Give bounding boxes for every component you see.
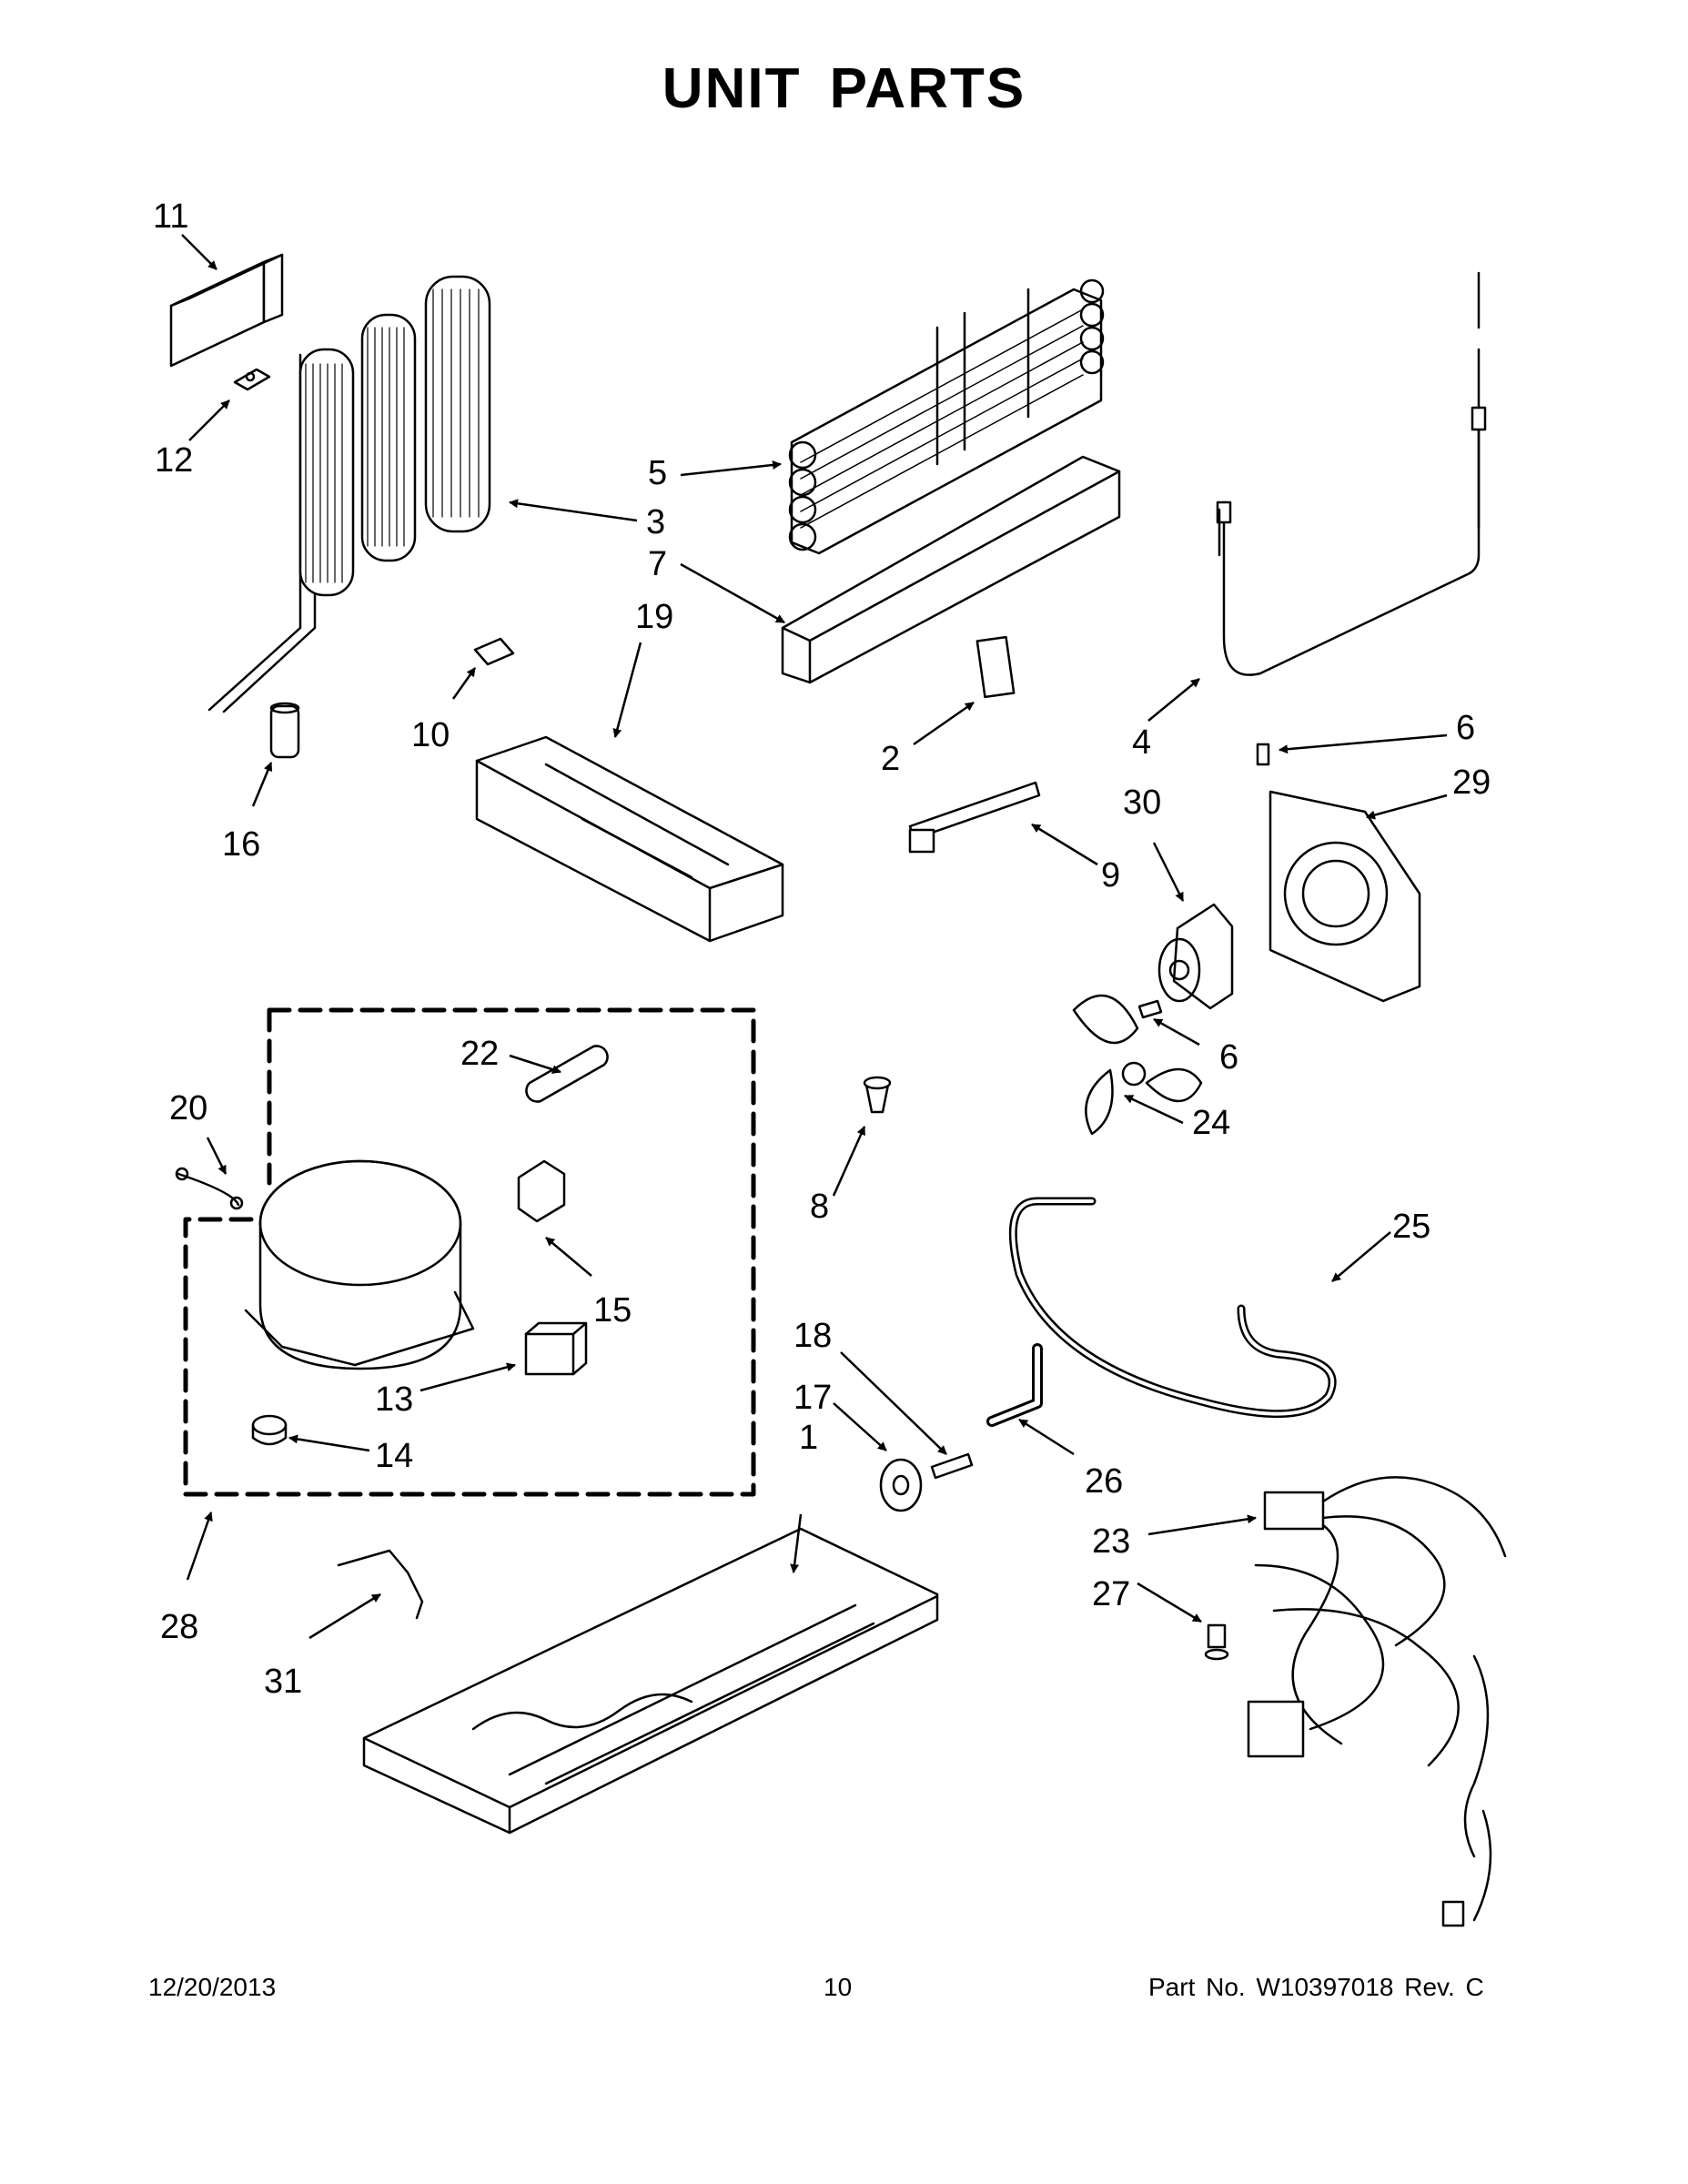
callout-25: 25: [1392, 1208, 1430, 1246]
part-18-screw: [930, 1452, 974, 1480]
callout-29: 29: [1452, 763, 1491, 802]
callout-30: 30: [1123, 784, 1161, 822]
callout-24: 24: [1192, 1104, 1230, 1142]
footer-part-number: Part No. W10397018 Rev. C: [1148, 1973, 1484, 2001]
callout-12: 12: [155, 441, 193, 480]
part-8-plug: [863, 1076, 892, 1114]
callout-31: 31: [264, 1663, 302, 1701]
part-9-strap: [908, 781, 1041, 854]
callout-3: 3: [646, 503, 665, 541]
callout-23: 23: [1092, 1522, 1130, 1561]
part-4-sensor-wire: [1216, 271, 1487, 676]
callout-18: 18: [793, 1317, 832, 1355]
callout-9: 9: [1101, 856, 1120, 895]
part-28-compressor-kit-frame: [183, 1007, 756, 1497]
part-20-wire: [175, 1167, 244, 1210]
part-5-evaporator: [788, 278, 1105, 555]
part-31-wire-clip: [337, 1549, 424, 1620]
footer-page-number: 10: [824, 1973, 853, 2001]
part-15-overload: [517, 1159, 566, 1223]
callout-4: 4: [1132, 723, 1151, 762]
callout-22: 22: [460, 1035, 499, 1073]
callout-15: 15: [593, 1291, 632, 1330]
part-27-screw: [1204, 1623, 1229, 1661]
part-19-drain-pan: [475, 735, 784, 943]
callout-16: 16: [222, 825, 260, 864]
callout-5: 5: [648, 454, 667, 492]
callout-17: 17: [793, 1379, 832, 1417]
part-25-tube: [1008, 1197, 1337, 1419]
callout-26: 26: [1085, 1462, 1123, 1501]
callout-1: 1: [799, 1419, 818, 1457]
callout-28: 28: [160, 1608, 198, 1646]
callout-19: 19: [635, 598, 673, 636]
callout-6-upper: 6: [1456, 709, 1475, 747]
compressor: [244, 1159, 475, 1370]
part-1-base-plate: [362, 1527, 939, 1835]
part-2-bracket: [975, 635, 1016, 699]
callout-13: 13: [375, 1380, 413, 1419]
part-6-screw-lower: [1137, 999, 1163, 1019]
page-title: UNIT PARTS: [662, 57, 1026, 120]
part-17-roller: [879, 1458, 923, 1512]
callout-27: 27: [1092, 1575, 1130, 1613]
callout-14: 14: [375, 1437, 413, 1475]
part-23-wiring-harness: [1247, 1476, 1507, 1927]
callout-7: 7: [648, 545, 667, 583]
callout-2: 2: [881, 740, 900, 778]
part-22-drier: [525, 1045, 609, 1103]
part-29-fan-shroud: [1269, 790, 1421, 1003]
part-16-drier: [269, 702, 300, 759]
part-30-fan-motor: [1157, 903, 1234, 1010]
footer-date: 12/20/2013: [148, 1973, 277, 2001]
part-14-grommet: [251, 1414, 288, 1446]
part-7-cover: [781, 455, 1121, 684]
part-13-relay: [524, 1321, 588, 1376]
part-26-tube: [986, 1343, 1043, 1427]
part-3-condenser: [207, 275, 491, 713]
part-10-clip: [473, 637, 515, 666]
part-11-bracket: [169, 253, 284, 368]
callout-20: 20: [169, 1089, 207, 1127]
callout-6-lower: 6: [1219, 1038, 1238, 1077]
callout-10: 10: [411, 716, 450, 754]
part-6-screw-upper: [1256, 743, 1270, 766]
callout-11: 11: [153, 197, 188, 236]
callout-8: 8: [810, 1188, 829, 1226]
part-12-clip: [233, 368, 271, 391]
part-24-fan-blade: [1072, 994, 1203, 1136]
